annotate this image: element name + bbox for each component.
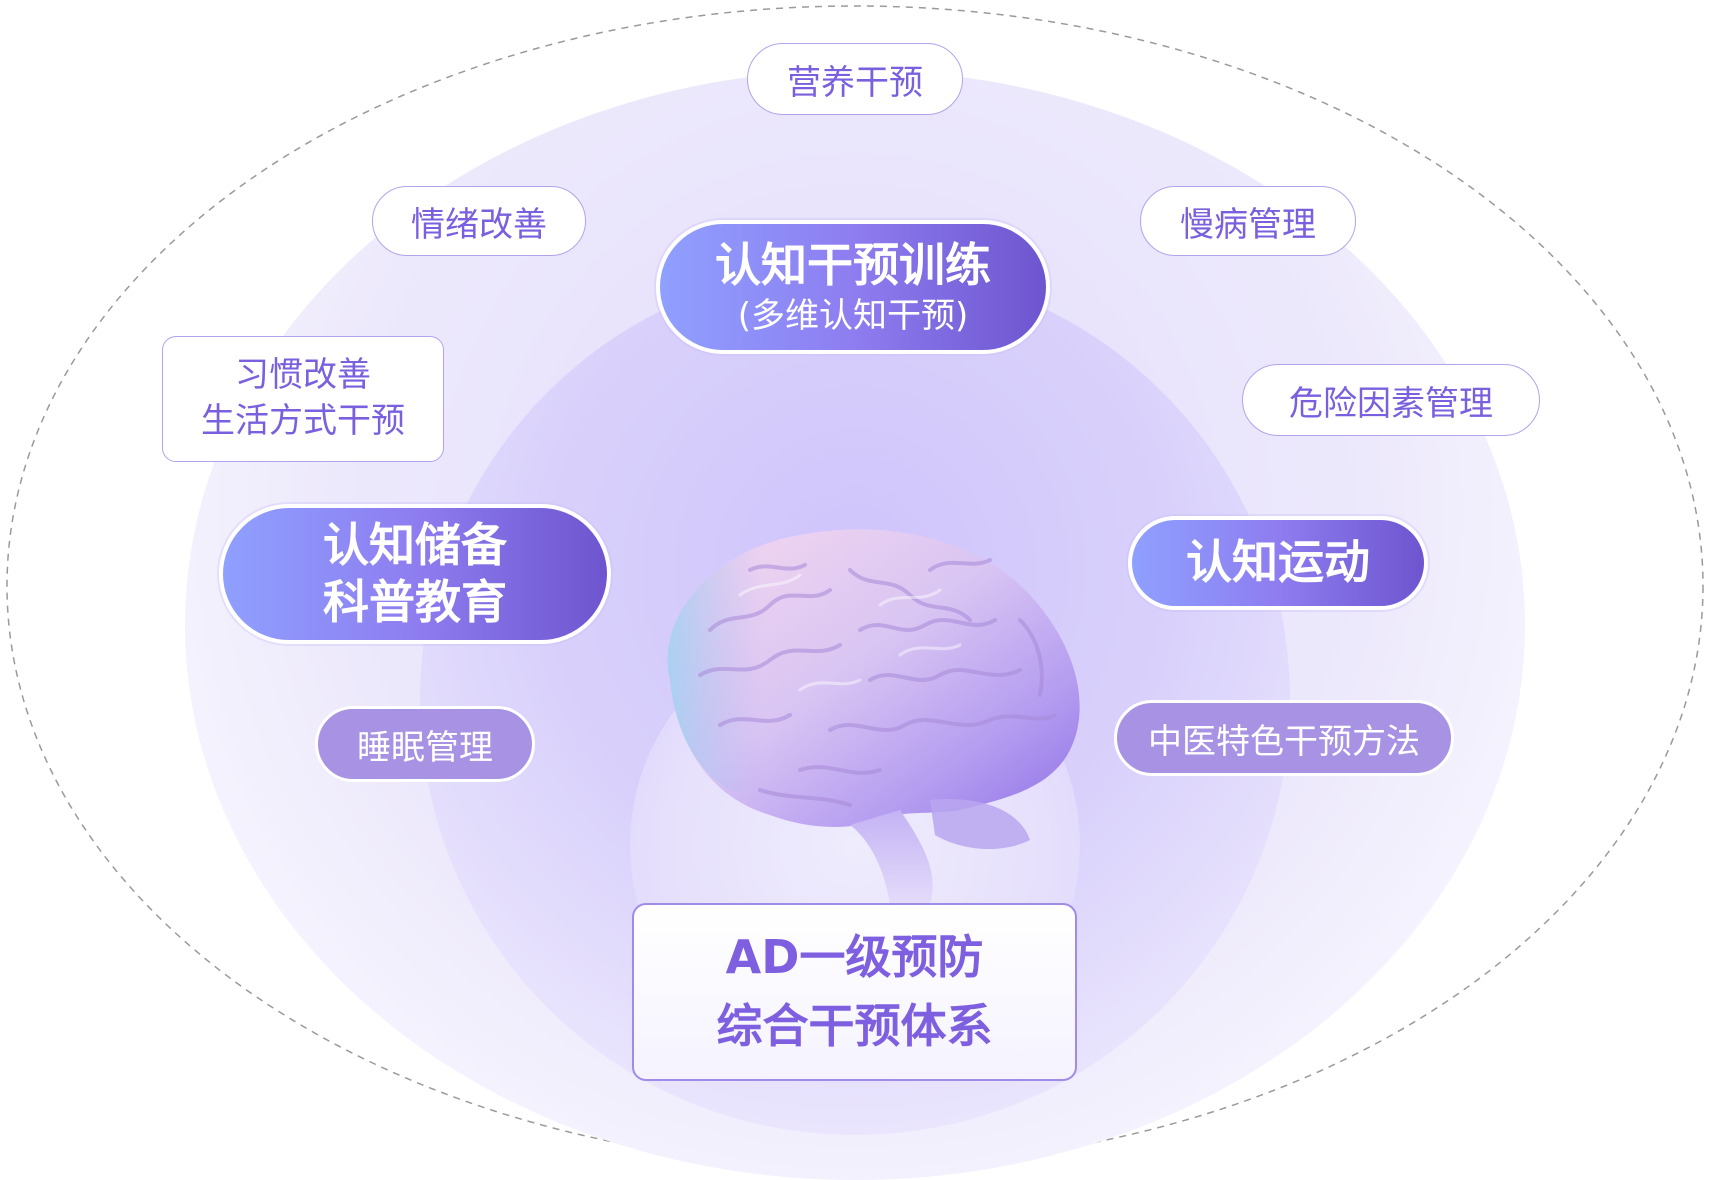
- node-sleep-label: 睡眠管理: [357, 727, 493, 768]
- node-cognitive-training-sub: (多维认知干预): [737, 295, 969, 336]
- node-emotion-label: 情绪改善: [411, 204, 547, 245]
- brain-icon: [667, 529, 1080, 905]
- node-cognitive-training-title: 认知干预训练: [715, 238, 991, 292]
- node-habit: 习惯改善 生活方式干预: [162, 336, 444, 462]
- node-tcm-label: 中医特色干预方法: [1148, 721, 1420, 762]
- node-risk: 危险因素管理: [1242, 364, 1540, 436]
- core-line2: 综合干预体系: [716, 999, 993, 1053]
- node-nutrition-label: 营养干预: [787, 62, 923, 103]
- node-habit-line1: 习惯改善: [235, 355, 371, 396]
- core-system-box: AD一级预防 综合干预体系: [632, 903, 1077, 1081]
- node-nutrition: 营养干预: [747, 43, 963, 115]
- node-emotion: 情绪改善: [372, 186, 586, 256]
- node-chronic-label: 慢病管理: [1180, 204, 1316, 245]
- node-cognitive-training: 认知干预训练 (多维认知干预): [656, 220, 1050, 354]
- node-cognitive-reserve-line1: 认知储备: [323, 517, 507, 572]
- core-line1: AD一级预防: [725, 930, 984, 984]
- node-cognitive-exercise: 认知运动: [1128, 516, 1428, 610]
- node-tcm: 中医特色干预方法: [1114, 700, 1454, 776]
- node-cognitive-exercise-label: 认知运动: [1186, 535, 1370, 590]
- node-habit-line2: 生活方式干预: [201, 401, 405, 441]
- node-chronic: 慢病管理: [1140, 186, 1356, 256]
- node-sleep: 睡眠管理: [315, 706, 535, 782]
- node-cognitive-reserve-line2: 科普教育: [323, 575, 507, 629]
- node-cognitive-reserve: 认知储备 科普教育: [219, 504, 611, 644]
- node-risk-label: 危险因素管理: [1289, 383, 1493, 424]
